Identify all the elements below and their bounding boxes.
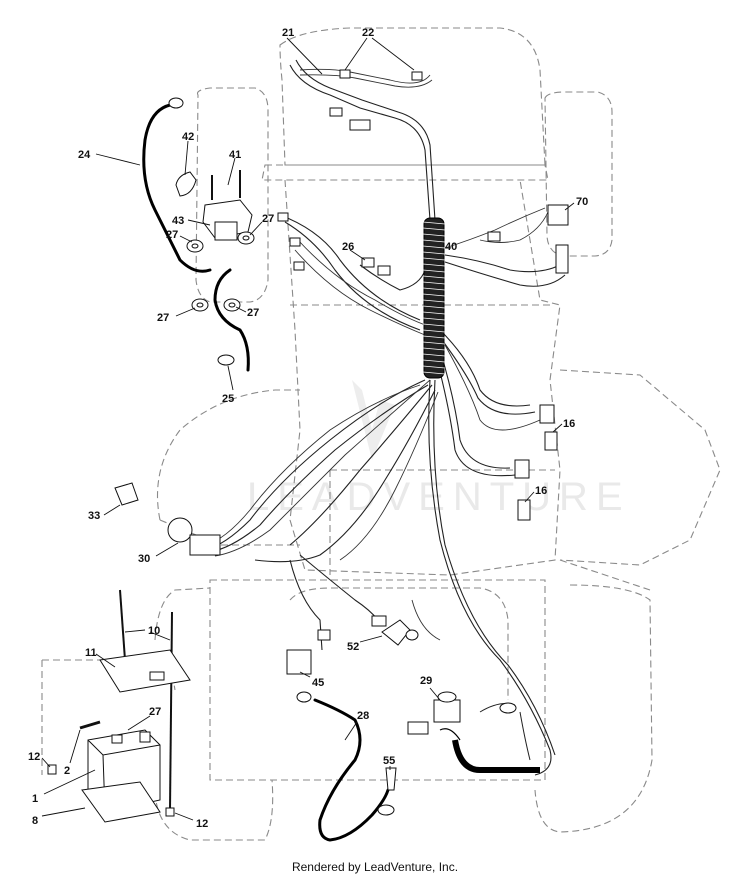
callout-1: 1 bbox=[32, 793, 38, 805]
watermark: LEADVENTURE bbox=[247, 380, 631, 519]
callout-27-e: 27 bbox=[149, 706, 161, 718]
callout-28: 28 bbox=[357, 710, 369, 722]
hold-down-11 bbox=[99, 649, 191, 693]
ring-terminal-25 bbox=[217, 354, 235, 366]
callout-27-d: 27 bbox=[247, 307, 259, 319]
callout-12-b: 12 bbox=[196, 818, 208, 830]
callout-43: 43 bbox=[172, 215, 184, 227]
connector-70 bbox=[547, 204, 569, 226]
callout-labels: 21 22 24 42 41 43 27 27 27 27 26 40 70 2… bbox=[28, 27, 588, 830]
connector-16-a bbox=[539, 404, 555, 424]
module-45 bbox=[286, 649, 312, 675]
callout-27-a: 27 bbox=[166, 229, 178, 241]
callout-27-b: 27 bbox=[262, 213, 274, 225]
callout-40: 40 bbox=[445, 241, 457, 253]
connector-26-a bbox=[361, 257, 375, 268]
nut-12-a bbox=[47, 764, 57, 775]
callout-29: 29 bbox=[420, 675, 432, 687]
ring-terminal-24 bbox=[168, 97, 184, 109]
callout-21: 21 bbox=[282, 27, 294, 39]
callout-42: 42 bbox=[182, 131, 194, 143]
ignition-key-33 bbox=[114, 482, 139, 506]
watermark-text: LEADVENTURE bbox=[247, 475, 631, 519]
battery-cables bbox=[142, 103, 390, 842]
callout-11: 11 bbox=[85, 647, 97, 659]
screw-55 bbox=[385, 767, 397, 791]
callout-30: 30 bbox=[138, 553, 150, 565]
connector-26-b bbox=[377, 265, 391, 276]
callout-26: 26 bbox=[342, 241, 354, 253]
footer-credit: Rendered by LeadVenture, Inc. bbox=[291, 860, 459, 874]
callout-16-a: 16 bbox=[563, 418, 575, 430]
tractor-outline bbox=[41, 27, 721, 841]
leader-lines bbox=[41, 37, 575, 821]
callout-10: 10 bbox=[148, 625, 160, 637]
callout-24: 24 bbox=[78, 149, 91, 161]
switch-16-a bbox=[544, 431, 558, 451]
callout-16-b: 16 bbox=[535, 485, 547, 497]
switch-16-b bbox=[517, 499, 531, 521]
ring-terminal-28 bbox=[296, 691, 312, 703]
terminal-boot-42 bbox=[175, 171, 197, 197]
relay-29 bbox=[433, 699, 461, 723]
nut-12-b bbox=[165, 807, 175, 817]
callout-8: 8 bbox=[32, 815, 38, 827]
callout-27-c: 27 bbox=[157, 312, 169, 324]
battery-tray-8 bbox=[81, 781, 161, 823]
callout-70: 70 bbox=[576, 196, 588, 208]
callout-55: 55 bbox=[383, 755, 395, 767]
callout-2: 2 bbox=[64, 765, 70, 777]
callout-33: 33 bbox=[88, 510, 100, 522]
callout-45: 45 bbox=[312, 677, 324, 689]
callout-52: 52 bbox=[347, 641, 359, 653]
callout-25: 25 bbox=[222, 393, 234, 405]
ignition-switch-30 bbox=[167, 517, 193, 543]
callout-41: 41 bbox=[229, 149, 241, 161]
connector-22-b bbox=[411, 71, 423, 81]
parts bbox=[47, 69, 569, 823]
harness-conduit bbox=[422, 217, 446, 379]
callout-22: 22 bbox=[362, 27, 374, 39]
connector-22-a bbox=[339, 69, 351, 79]
callout-12-a: 12 bbox=[28, 751, 40, 763]
